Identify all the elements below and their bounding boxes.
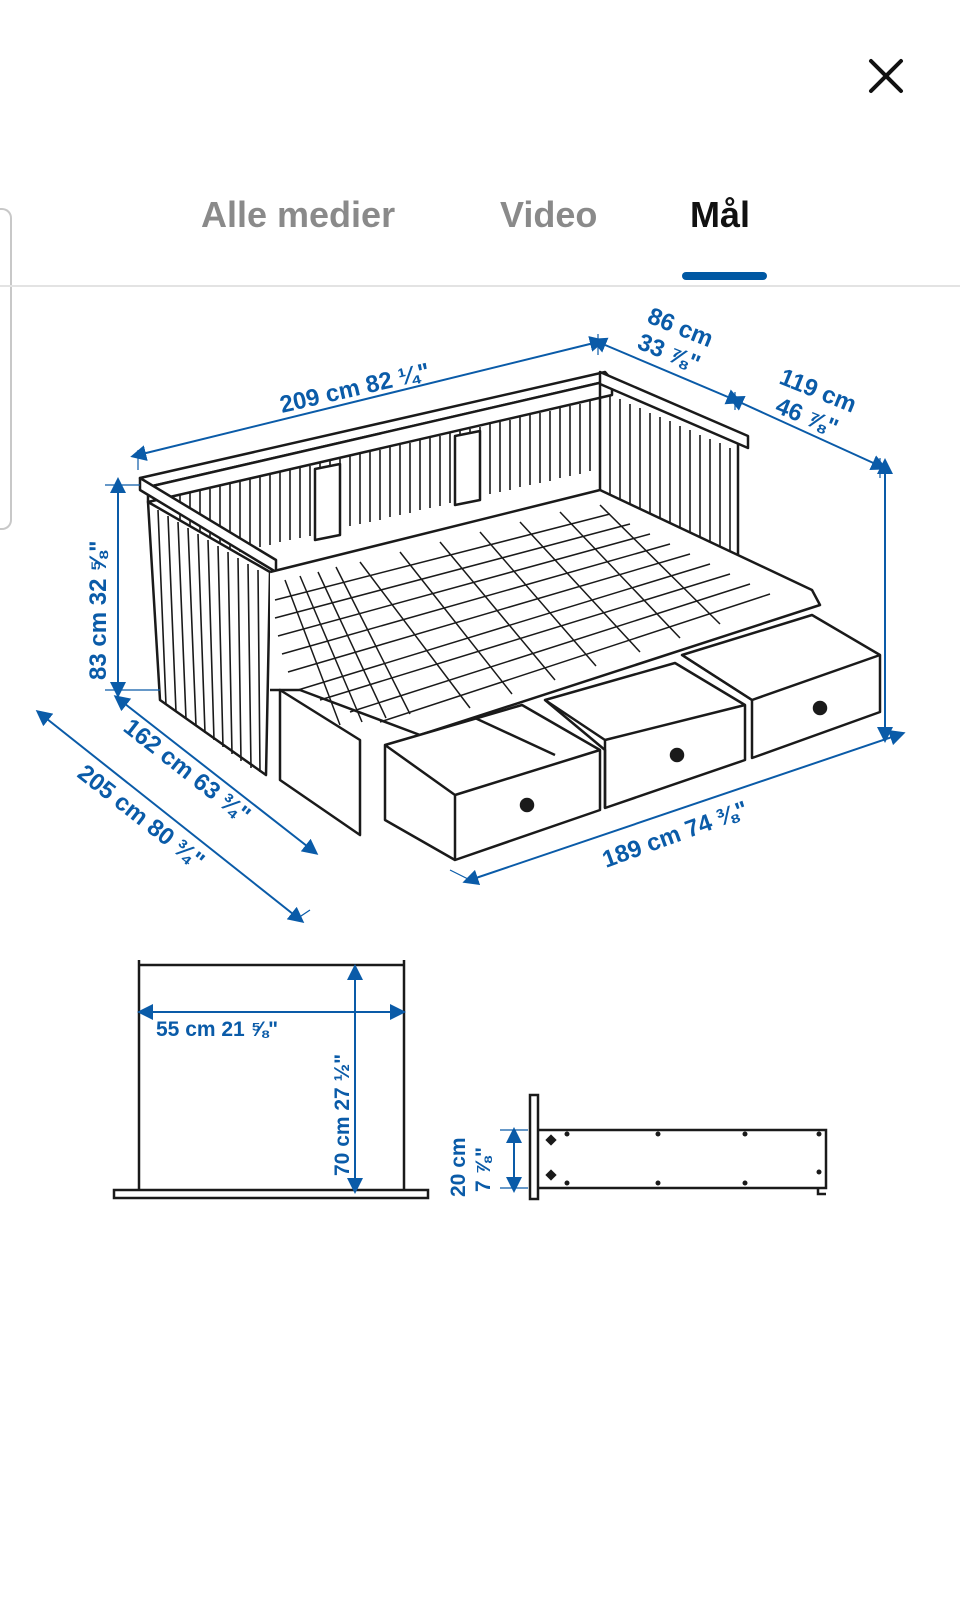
tabs-divider: [0, 285, 960, 287]
dim-length-top: 209 cm 82 ¼": [277, 358, 432, 419]
dimension-lines: [35, 334, 906, 923]
dim-height-left: 83 cm 32 ⅝": [85, 541, 112, 680]
dim-length-front: 189 cm 74 ⅜": [599, 796, 752, 874]
dim-drawer-height-in: 7 ⅞": [472, 1147, 495, 1192]
tab-dimensions[interactable]: Mål: [690, 194, 751, 235]
dim-drawer-width: 55 cm 21 ⅝": [156, 1018, 278, 1041]
active-tab-indicator: [682, 272, 767, 280]
dim-drawer-depth: 70 cm 27 ½": [331, 1054, 354, 1176]
tab-all-media[interactable]: Alle medier: [201, 194, 396, 235]
side-panel-handle[interactable]: [0, 208, 12, 530]
daybed-illustration: [138, 370, 882, 862]
drawer-side-view: [528, 1093, 828, 1201]
close-icon: [869, 59, 903, 93]
drawer-side-dimension: [500, 1127, 528, 1193]
drawer-plan-dimensions: [137, 964, 406, 1194]
media-tabs: Alle medier Video Mål: [0, 180, 960, 284]
close-button[interactable]: [858, 48, 914, 104]
dim-drawer-height: 20 cm: [447, 1137, 470, 1197]
tab-video[interactable]: Video: [500, 194, 598, 235]
dimension-drawing: 209 cm 82 ¼" 86 cm 33 ⅞" 119 cm 46 ⅞" 83…: [35, 303, 906, 1201]
drawer-plan-view: [112, 960, 430, 1200]
